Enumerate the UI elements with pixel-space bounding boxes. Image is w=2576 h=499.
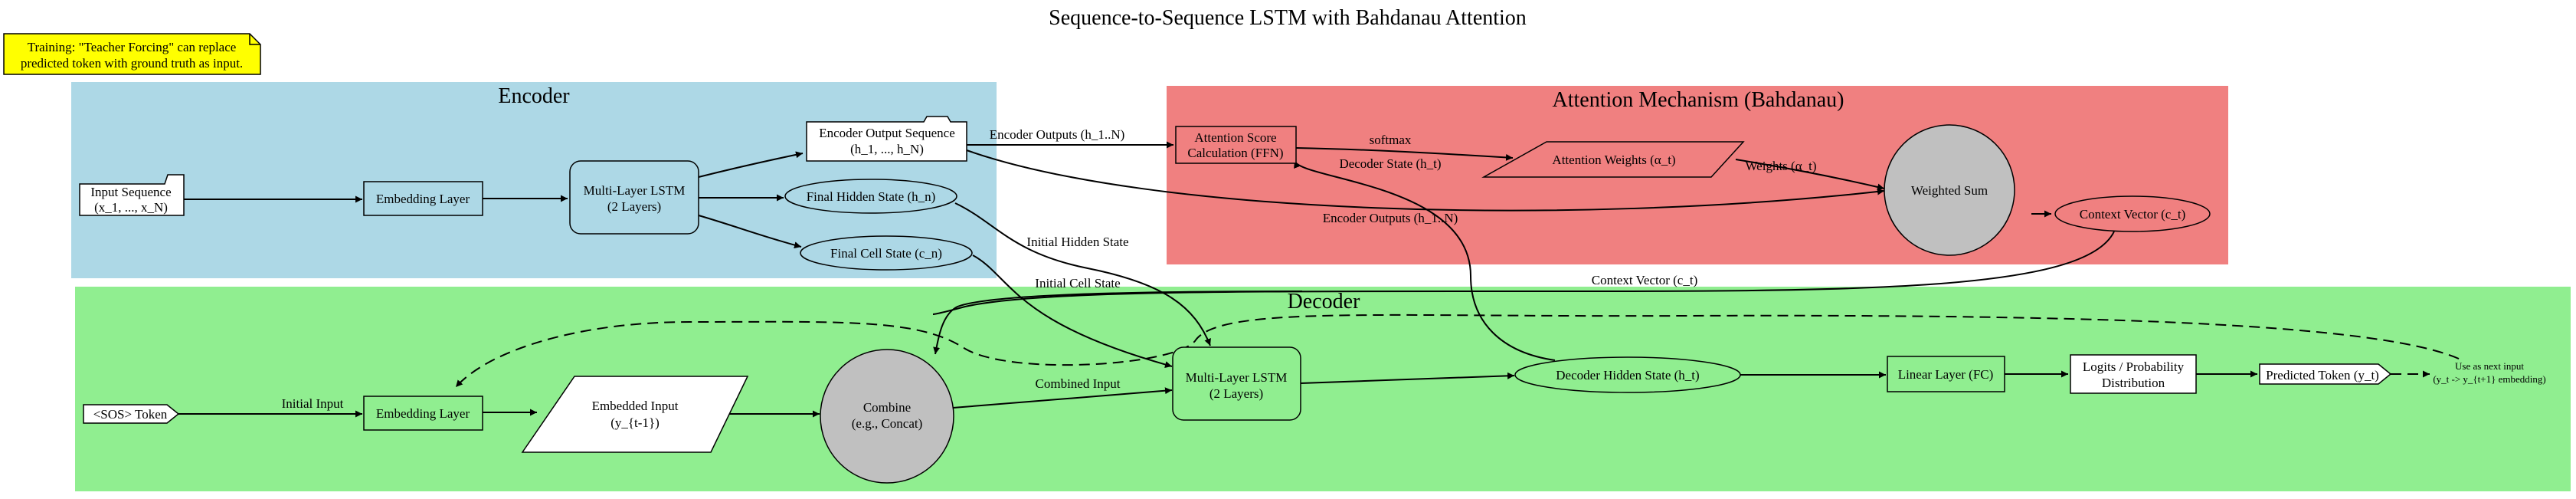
- edge-final-hidden-to-decoder-lstm: [954, 202, 1211, 346]
- input-sequence-line-1: Input Sequence: [90, 185, 171, 199]
- label-softmax: softmax: [1370, 133, 1412, 147]
- final-cell-state-label: Final Cell State (c_n): [830, 246, 942, 261]
- edge-final-cell-to-decoder-lstm: [972, 254, 1173, 368]
- attention-score-line-1: Attention Score: [1194, 130, 1276, 145]
- edge-lstm-to-outputs: [698, 151, 804, 178]
- edge-lstm-to-final-cell: [698, 215, 802, 249]
- edge-decoder-lstm-to-hidden: [1300, 372, 1515, 384]
- final-hidden-state-label: Final Hidden State (h_n): [807, 189, 936, 204]
- node-final-cell-state: Final Cell State (c_n): [800, 235, 973, 271]
- edge-score-to-weights: [1295, 147, 1514, 161]
- encoder-lstm-line-2: (2 Layers): [607, 199, 661, 214]
- node-final-hidden-state: Final Hidden State (h_n): [784, 179, 957, 214]
- edge-outputs-to-weighted-sum: [966, 149, 1885, 212]
- embedded-input-line-2: (y_{t-1}): [610, 415, 660, 430]
- next-input-line-2: (y_t -> y_{t+1} embedding): [2433, 373, 2545, 385]
- label-initial-cell: Initial Cell State: [1035, 276, 1120, 291]
- label-weights: Weights (α_t): [1746, 159, 1817, 173]
- encoder-embedding-label: Embedding Layer: [376, 192, 470, 206]
- teacher-forcing-note: Training: "Teacher Forcing" can replace …: [3, 33, 261, 75]
- node-weighted-sum: Weighted Sum: [1884, 124, 2015, 256]
- node-embedded-input: Embedded Input (y_{t-1}): [521, 376, 749, 453]
- encoder-outputs-line-2: (h_1, ..., h_N): [850, 142, 924, 156]
- node-encoder-embedding: Embedding Layer: [363, 181, 483, 216]
- decoder-lstm-line-1: Multi-Layer LSTM: [1186, 370, 1288, 385]
- weighted-sum-label: Weighted Sum: [1911, 183, 1988, 198]
- decoder-cluster-title: Decoder: [1288, 290, 1361, 314]
- linear-layer-label: Linear Layer (FC): [1898, 367, 1994, 382]
- label-context-vector: Context Vector (c_t): [1592, 273, 1697, 287]
- diagram-title: Sequence-to-Sequence LSTM with Bahdanau …: [1049, 6, 1527, 30]
- label-encoder-outputs-to-sum: Encoder Outputs (h_1..N): [1323, 211, 1458, 225]
- label-combined-input: Combined Input: [1036, 376, 1121, 391]
- node-predicted-token: Predicted Token (y_t): [2259, 363, 2392, 385]
- node-attention-score: Attention Score Calculation (FFN): [1175, 126, 1297, 164]
- encoder-cluster-title: Encoder: [498, 84, 570, 108]
- input-sequence-line-2: (x_1, ..., x_N): [94, 200, 168, 215]
- note-line-1: Training: "Teacher Forcing" can replace: [28, 40, 237, 54]
- note-line-2: predicted token with ground truth as inp…: [21, 56, 243, 71]
- attention-weights-label: Attention Weights (α_t): [1552, 153, 1675, 167]
- node-decoder-embedding: Embedding Layer: [363, 396, 483, 431]
- context-vector-label: Context Vector (c_t): [2080, 207, 2185, 222]
- encoder-lstm-line-1: Multi-Layer LSTM: [584, 183, 686, 198]
- edge-combine-to-decoder-lstm: [952, 387, 1173, 409]
- decoder-embedding-label: Embedding Layer: [376, 406, 470, 421]
- node-next-input: Use as next input (y_t -> y_{t+1} embedd…: [2433, 360, 2545, 385]
- node-decoder-lstm: Multi-Layer LSTM (2 Layers): [1172, 346, 1301, 421]
- combine-line-1: Combine: [863, 400, 911, 415]
- edge-context-to-combine-b: [933, 291, 1303, 355]
- edge-next-input-to-embedding: [455, 314, 2460, 388]
- edge-decoder-state-to-score: [1294, 160, 1556, 361]
- decoder-lstm-line-2: (2 Layers): [1209, 386, 1263, 401]
- node-logits: Logits / Probability Distribution: [2070, 354, 2197, 394]
- node-sos-token: <SOS> Token: [83, 404, 180, 424]
- label-decoder-state: Decoder State (h_t): [1339, 156, 1441, 171]
- sos-token-label: <SOS> Token: [93, 407, 168, 422]
- attention-cluster: Attention Mechanism (Bahdanau): [1167, 86, 2228, 264]
- node-decoder-hidden-state: Decoder Hidden State (h_t): [1514, 356, 1741, 393]
- logits-line-2: Distribution: [2102, 376, 2165, 390]
- attention-score-line-2: Calculation (FFN): [1187, 146, 1283, 160]
- predicted-token-label: Predicted Token (y_t): [2266, 368, 2379, 382]
- encoder-outputs-line-1: Encoder Output Sequence: [819, 126, 955, 140]
- label-initial-input: Initial Input: [282, 396, 344, 411]
- edge-context-to-combine-a: [932, 231, 2115, 315]
- decoder-hidden-state-label: Decoder Hidden State (h_t): [1556, 368, 1699, 382]
- attention-cluster-title: Attention Mechanism (Bahdanau): [1552, 88, 1844, 112]
- node-encoder-outputs: Encoder Output Sequence (h_1, ..., h_N): [806, 116, 967, 162]
- node-combine: Combine (e.g., Concat): [820, 349, 954, 484]
- embedded-input-line-1: Embedded Input: [592, 399, 679, 413]
- node-attention-weights: Attention Weights (α_t): [1481, 141, 1745, 178]
- edge-weights-to-sum: [1735, 159, 1885, 191]
- node-linear-layer: Linear Layer (FC): [1887, 356, 2005, 392]
- edges: Encoder Outputs (h_1..N) Encoder Outputs…: [178, 127, 2460, 418]
- label-initial-hidden: Initial Hidden State: [1026, 235, 1128, 249]
- node-context-vector: Context Vector (c_t): [2054, 195, 2211, 232]
- combine-line-2: (e.g., Concat): [852, 416, 923, 431]
- node-input-sequence: Input Sequence (x_1, ..., x_N): [79, 174, 185, 216]
- next-input-line-1: Use as next input: [2455, 360, 2524, 372]
- node-encoder-lstm: Multi-Layer LSTM (2 Layers): [569, 160, 699, 235]
- label-encoder-outputs-to-score: Encoder Outputs (h_1..N): [990, 127, 1125, 142]
- logits-line-1: Logits / Probability: [2083, 359, 2185, 374]
